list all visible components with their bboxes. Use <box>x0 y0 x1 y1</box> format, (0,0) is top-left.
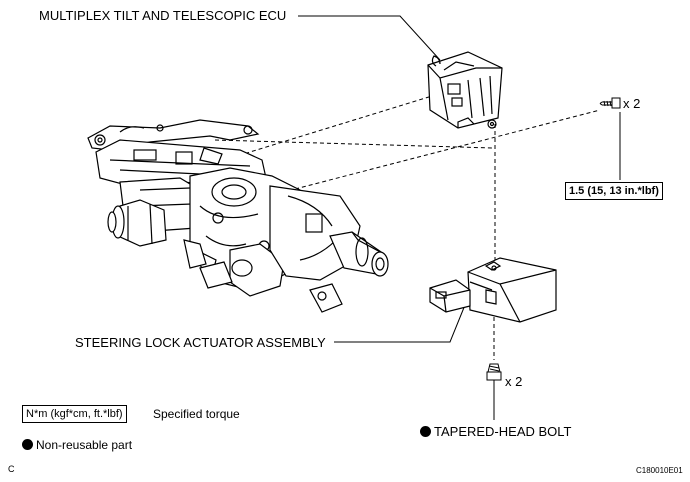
corner-letter: C <box>8 464 15 474</box>
legend-torque-description: Specified torque <box>153 407 240 421</box>
figure-code: C180010E01 <box>636 466 683 475</box>
steering-column-assembly <box>87 119 389 313</box>
torque-spec-box: 1.5 (15, 13 in.*lbf) <box>565 182 663 200</box>
tapered-bolt-label: TAPERED-HEAD BOLT <box>420 424 571 439</box>
ecu-leader-line <box>298 15 441 61</box>
ecu-label: MULTIPLEX TILT AND TELESCOPIC ECU <box>39 8 287 23</box>
non-reusable-dot-icon <box>22 439 33 450</box>
legend-non-reusable: Non-reusable part <box>22 438 132 453</box>
lower-bolt-quantity: x 2 <box>505 374 523 389</box>
tapered-bolt-label-text: TAPERED-HEAD BOLT <box>434 424 572 439</box>
ecu-module <box>427 51 503 129</box>
actuator-label: STEERING LOCK ACTUATOR ASSEMBLY <box>75 335 326 350</box>
upper-bolt-quantity: x 2 <box>623 96 641 111</box>
steering-lock-actuator <box>429 257 557 323</box>
legend-non-reusable-text: Non-reusable part <box>36 438 133 452</box>
tapered-head-bolt-icon <box>486 363 502 420</box>
non-reusable-marker-icon <box>420 426 431 437</box>
upper-bolt-icon <box>599 97 621 109</box>
actuator-leader-line <box>334 304 466 343</box>
legend-torque-units-box: N*m (kgf*cm, ft.*lbf) <box>22 405 127 423</box>
